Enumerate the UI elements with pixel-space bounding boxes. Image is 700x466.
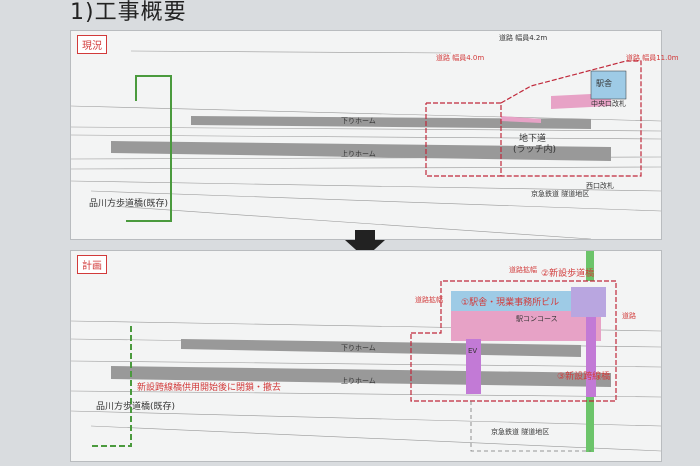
label-closure-note: 新設跨線橋供用開始後に閉鎖・撤去 <box>137 383 282 393</box>
label-road-2: 道路 幅員11.0m <box>626 54 679 62</box>
label-underground-passage: 地下道 <box>519 134 547 144</box>
label-new-bridge-3: ③新設跨線橋 <box>557 372 611 382</box>
label-new-bridge-2: ②新設歩道橋 <box>541 269 595 279</box>
label-plan-tunnel: 京急鉄道 隧道地区 <box>491 428 550 436</box>
label-central-gate: 中央口改札 <box>591 100 626 108</box>
label-plan-platform-up: 上りホーム <box>341 377 376 385</box>
label-ev: EV <box>468 347 478 355</box>
label-platform-down: 下りホーム <box>341 117 376 125</box>
label-platform-up: 上りホーム <box>341 150 376 158</box>
panel-plan: 計画 ①駅舎・現業事務所ビル ②新設歩道橋 ③新設跨 <box>70 250 662 462</box>
label-road-widen-1: 道路拡幅 <box>415 296 443 304</box>
label-plan-platform-down: 下りホーム <box>341 344 376 352</box>
label-tunnel: 京急鉄道 隧道地区 <box>531 190 590 198</box>
panel-tag-existing: 現況 <box>77 35 107 54</box>
down-arrow-icon <box>345 230 385 258</box>
panel-tag-plan: 計画 <box>77 255 107 274</box>
page-title: 1)工事概要 <box>70 0 187 25</box>
label-station-building: 駅舎 <box>596 79 612 88</box>
existing-diagram <box>71 50 661 239</box>
label-plan-footbridge: 品川方歩道橋(既存) <box>96 402 176 412</box>
label-ticket-inside: (ラッチ内) <box>513 145 557 155</box>
label-road-3: 道路 <box>622 312 636 320</box>
label-concourse: 駅コンコース <box>516 315 558 323</box>
plan-diagram <box>71 251 661 452</box>
label-road-top: 道路 幅員4.2m <box>499 34 548 42</box>
label-road-1: 道路 幅員4.0m <box>436 54 485 62</box>
label-new-building: ①駅舎・現業事務所ビル <box>461 298 560 308</box>
label-west-gate: 西口改札 <box>586 182 614 190</box>
label-footbridge-existing: 品川方歩道橋(既存) <box>89 199 169 209</box>
label-road-widen-2: 道路拡幅 <box>509 266 537 274</box>
panel-existing: 現況 駅舎 中央口改札 西口改札 地下道 <box>70 30 679 240</box>
